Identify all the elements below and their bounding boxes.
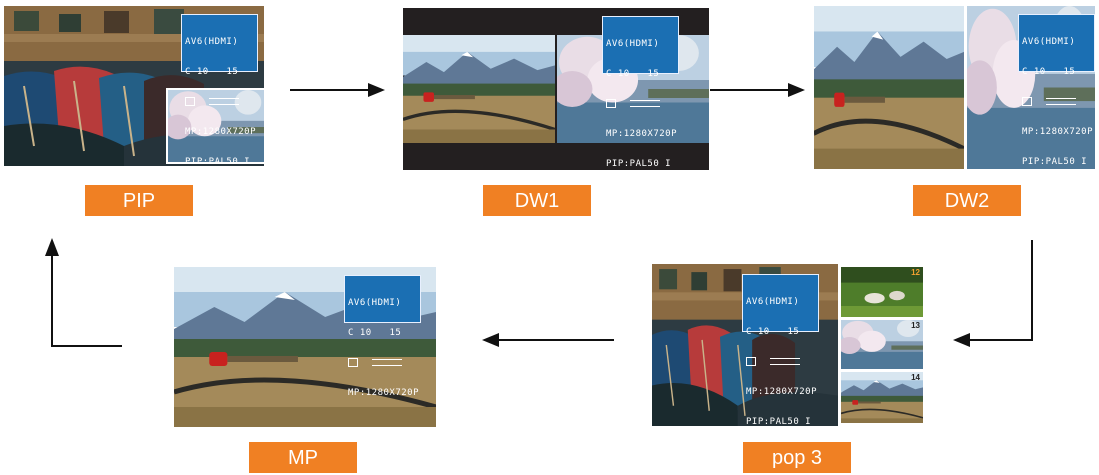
- osd-bar-icon: [348, 358, 358, 367]
- osd-source: AV6(HDMI): [185, 37, 239, 47]
- arrow-right-icon: [290, 83, 385, 97]
- thumb-number: 14: [911, 373, 920, 382]
- osd-dash-icon: [372, 359, 402, 366]
- arrow-left-icon: [482, 333, 614, 347]
- osd-c-left: C 10: [185, 67, 209, 77]
- osd-bar-icon: [1022, 97, 1032, 106]
- osd-dash-icon: [209, 98, 239, 105]
- dw1-screen: AV6(HDMI) C 10 15 MP:1280X720P PIP:PAL50…: [403, 8, 709, 170]
- mp-screen: AV6(HDMI) C 10 15 MP:1280X720P: [174, 267, 436, 427]
- osd-c-right: 15: [226, 67, 239, 77]
- label-pop3: pop 3: [743, 442, 851, 473]
- train-image: [814, 6, 964, 169]
- osd-dash-icon: [630, 100, 660, 107]
- osd-dash-icon: [770, 358, 800, 365]
- osd-bar-icon: [606, 99, 616, 108]
- osd-bar-icon: [746, 357, 756, 366]
- dw2-left-window: [814, 6, 964, 169]
- pop3-thumb-2: 13: [840, 319, 924, 370]
- osd-panel: AV6(HDMI) C 10 15 MP:1280X720P PIP:PAL50…: [602, 16, 679, 169]
- pip-screen: AV6(HDMI) C 10 15 MP:1280X720P PIP:PAL50…: [4, 6, 264, 166]
- dw2-screen: AV6(HDMI) C 10 15 MP:1280X720P PIP:PAL50…: [814, 6, 1095, 169]
- osd-mp: MP:1280X720P: [185, 127, 257, 137]
- osd-panel: AV6(HDMI) C 10 15 MP:1280X720P PIP:PAL50…: [181, 14, 258, 166]
- thumb-number: 13: [911, 321, 920, 330]
- osd-panel: AV6(HDMI) C 10 15 MP:1280X720P PIP:PAL50…: [1018, 14, 1095, 167]
- dw1-left-window: [403, 35, 555, 143]
- pop3-screen: 12 13 14 AV6(HDMI) C 10 15 MP:1280X720P …: [652, 264, 926, 426]
- osd-bar-icon: [185, 97, 195, 106]
- pop3-thumb-3: 14: [840, 371, 924, 424]
- pop3-thumb-1: 12: [840, 266, 924, 318]
- osd-pip: PIP:PAL50 I: [185, 157, 251, 166]
- label-dw1: DW1: [483, 185, 591, 216]
- arrow-right-icon: [710, 83, 805, 97]
- pip-inset-window: [166, 88, 264, 164]
- osd-panel: AV6(HDMI) C 10 15 MP:1280X720P PIP:PAL50…: [742, 274, 819, 426]
- label-dw2: DW2: [913, 185, 1021, 216]
- label-mp: MP: [249, 442, 357, 473]
- elbow-down-left-arrow-icon: [953, 240, 1033, 347]
- osd-dash-icon: [1046, 98, 1076, 105]
- arrow-up-icon: [45, 238, 122, 347]
- label-pip: PIP: [85, 185, 193, 216]
- train-image: [403, 35, 555, 143]
- thumb-number: 12: [911, 268, 920, 277]
- osd-panel: AV6(HDMI) C 10 15 MP:1280X720P: [344, 275, 421, 398]
